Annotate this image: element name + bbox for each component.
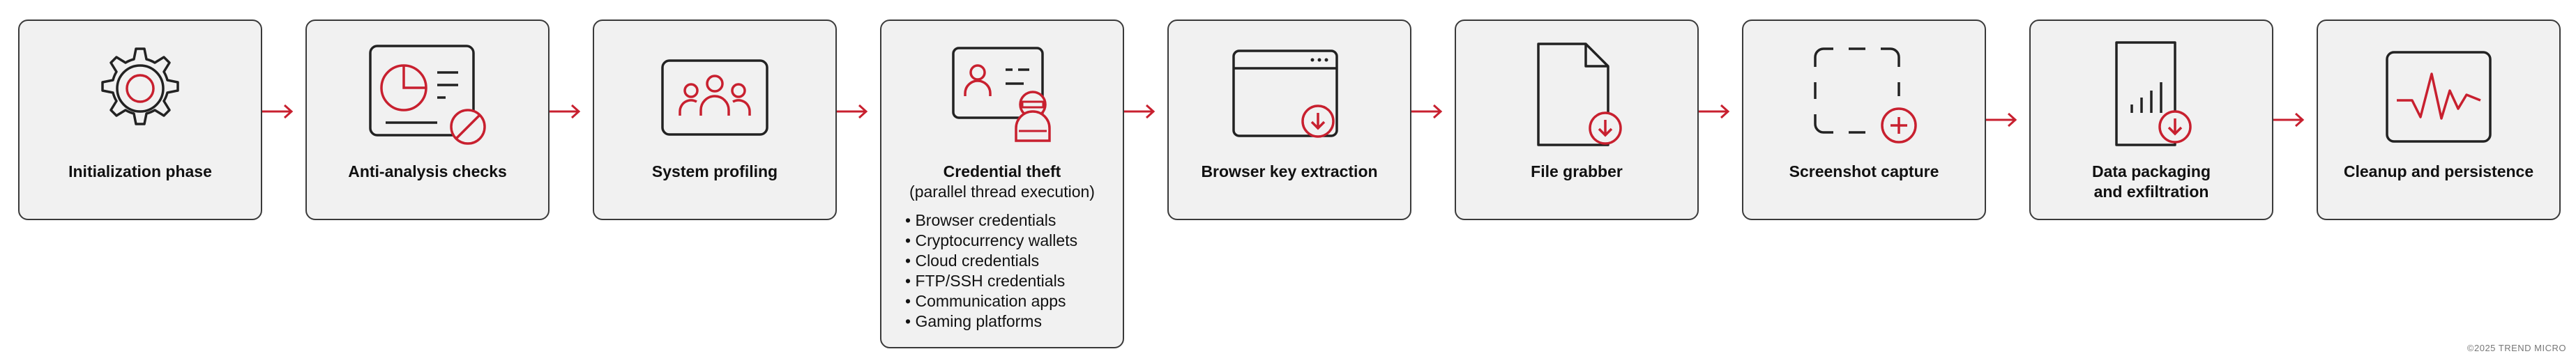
list-item: FTP/SSH credentials <box>905 271 1116 291</box>
credential-thief-icon <box>950 46 1054 144</box>
pulse-monitor-icon <box>2383 50 2494 145</box>
stage-label: Browser key extraction <box>1201 162 1378 180</box>
list-item: Cryptocurrency wallets <box>905 231 1116 251</box>
screenshot-add-icon <box>1808 42 1920 153</box>
gear-icon <box>95 43 185 134</box>
flow-arrow <box>1124 104 1156 119</box>
stage-label: Screenshot capture <box>1789 162 1939 180</box>
credential-list: Browser credentials Cryptocurrency walle… <box>905 210 1116 332</box>
flow-arrow <box>1411 104 1443 119</box>
flow-arrow <box>1699 104 1730 119</box>
list-item: Communication apps <box>905 291 1116 311</box>
stage-label: System profiling <box>651 162 778 180</box>
flow-arrow <box>2273 112 2305 128</box>
flow-arrow <box>837 104 868 119</box>
users-group-icon <box>660 59 769 139</box>
stage-anti-analysis: Anti-analysis checks <box>305 20 550 220</box>
stage-cleanup-persistence: Cleanup and persistence <box>2317 20 2561 220</box>
stage-label: Cleanup and persistence <box>2343 162 2534 180</box>
stage-system-profiling: System profiling <box>593 20 837 220</box>
list-item: Browser credentials <box>905 210 1116 231</box>
stage-browser-key-extraction: Browser key extraction <box>1167 20 1411 220</box>
stage-label-line1: Data packaging <box>2092 162 2211 180</box>
stage-file-grabber: File grabber <box>1455 20 1699 220</box>
stage-initialization: Initialization phase <box>18 20 262 220</box>
flow-arrow <box>1986 112 2017 128</box>
stage-sublabel: (parallel thread execution) <box>909 183 1095 201</box>
list-item: Gaming platforms <box>905 311 1116 332</box>
stage-label-line2: and exfiltration <box>2093 183 2209 201</box>
stage-label: Initialization phase <box>68 162 212 180</box>
flow-arrow <box>550 104 581 119</box>
browser-download-icon <box>1230 49 1349 146</box>
stage-data-exfiltration: Data packaging and exfiltration <box>2029 20 2273 220</box>
stage-screenshot-capture: Screenshot capture <box>1742 20 1986 220</box>
flow-arrow <box>262 104 294 119</box>
report-download-icon <box>2103 40 2200 152</box>
stage-label: File grabber <box>1531 162 1623 180</box>
copyright-text: ©2025 TREND MICRO <box>2467 343 2566 353</box>
list-item: Cloud credentials <box>905 251 1116 271</box>
stage-label: Credential theft <box>943 162 1061 180</box>
blocked-analysis-icon <box>365 45 490 149</box>
file-download-icon <box>1524 42 1629 153</box>
stage-credential-theft: Credential theft (parallel thread execut… <box>880 20 1124 348</box>
stage-label: Anti-analysis checks <box>348 162 507 180</box>
